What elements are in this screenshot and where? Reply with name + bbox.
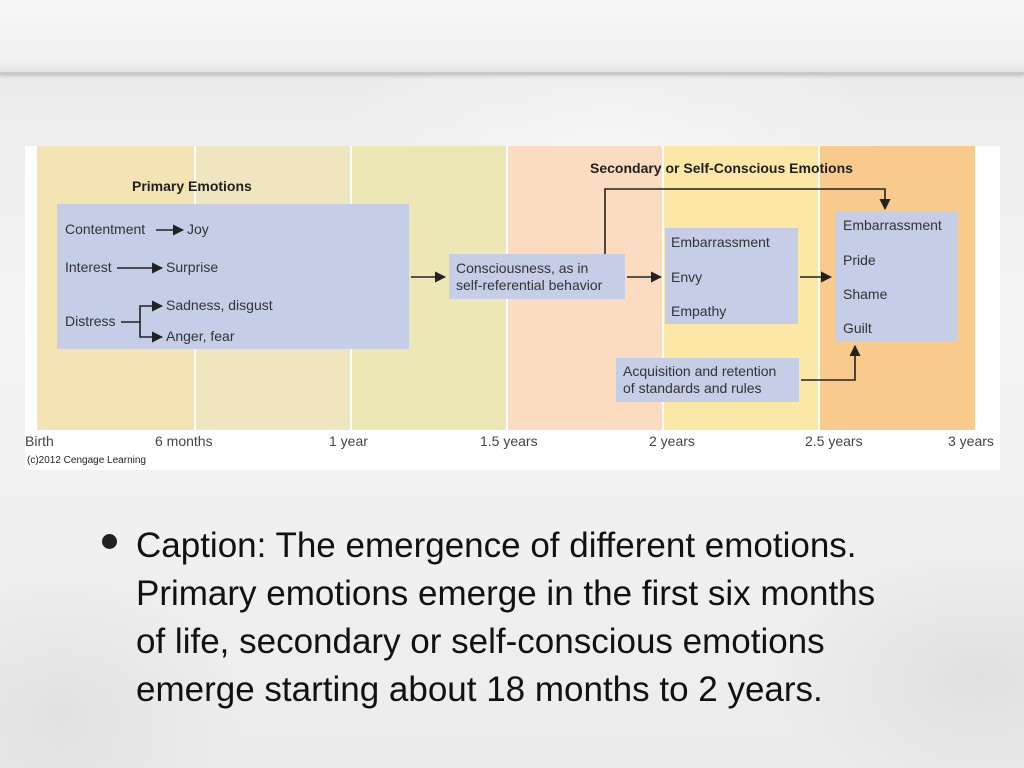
envy-label: Envy xyxy=(671,269,703,285)
tick-birth: Birth xyxy=(25,433,54,449)
secondary-emotions-title: Secondary or Self-Conscious Emotions xyxy=(590,160,853,176)
emotions-timeline-figure: Primary Emotions Secondary or Self-Consc… xyxy=(25,146,1000,470)
tick-2-years: 2 years xyxy=(649,433,695,449)
flow-arrows xyxy=(117,188,891,381)
embarrassment-label: Embarrassment xyxy=(843,217,942,233)
standards-rules-box: Acquisition and retention of standards a… xyxy=(616,358,799,402)
caption-bullet-list: Caption: The emergence of different emot… xyxy=(100,522,900,714)
standards-line-2: of standards and rules xyxy=(623,380,762,396)
arrow-standards-final xyxy=(801,344,861,381)
joy-label: Joy xyxy=(187,221,209,237)
consciousness-line-1: Consciousness, as in xyxy=(456,260,589,276)
sadness-label: Sadness, disgust xyxy=(166,297,273,313)
self-conscious-emotions-box: Embarrassment Pride Shame Guilt xyxy=(835,212,957,342)
interest-label: Interest xyxy=(65,259,112,275)
standards-line-1: Acquisition and retention xyxy=(623,363,777,379)
gridline-2-5years xyxy=(818,146,820,430)
anger-label: Anger, fear xyxy=(166,328,235,344)
tick-1-year: 1 year xyxy=(329,433,368,449)
primary-emotions-title: Primary Emotions xyxy=(132,178,252,194)
copyright-notice: (c)2012 Cengage Learning xyxy=(27,455,146,466)
empathy-label: Empathy xyxy=(671,303,727,319)
arrow-consciousness-top xyxy=(604,188,891,254)
consciousness-box: Consciousness, as in self-referential be… xyxy=(449,254,625,299)
tick-6-months: 6 months xyxy=(155,433,213,449)
tick-3-years: 3 years xyxy=(948,433,994,449)
caption-text: Caption: The emergence of different emot… xyxy=(136,526,876,709)
gridline-2years xyxy=(662,146,664,430)
primary-emotions-box: Contentment Joy Interest Surprise Distre… xyxy=(57,204,409,349)
surprise-label: Surprise xyxy=(166,259,219,275)
slide-header-bar xyxy=(0,0,1024,75)
tick-2-5-years: 2.5 years xyxy=(805,433,863,449)
arrow-distress-anger xyxy=(139,322,164,343)
distress-label: Distress xyxy=(65,313,116,329)
shame-label: Shame xyxy=(843,286,888,302)
tick-1-5-years: 1.5 years xyxy=(480,433,538,449)
arrow-distress-branch xyxy=(121,300,164,323)
caption-list-item: Caption: The emergence of different emot… xyxy=(100,522,900,714)
embarrassment-early-label: Embarrassment xyxy=(671,234,770,250)
bullet-dot-icon xyxy=(102,534,117,549)
pride-label: Pride xyxy=(843,252,876,268)
contentment-label: Contentment xyxy=(65,221,146,237)
consciousness-line-2: self-referential behavior xyxy=(456,277,603,293)
guilt-label: Guilt xyxy=(843,320,872,336)
early-self-conscious-box: Embarrassment Envy Empathy xyxy=(665,228,798,324)
